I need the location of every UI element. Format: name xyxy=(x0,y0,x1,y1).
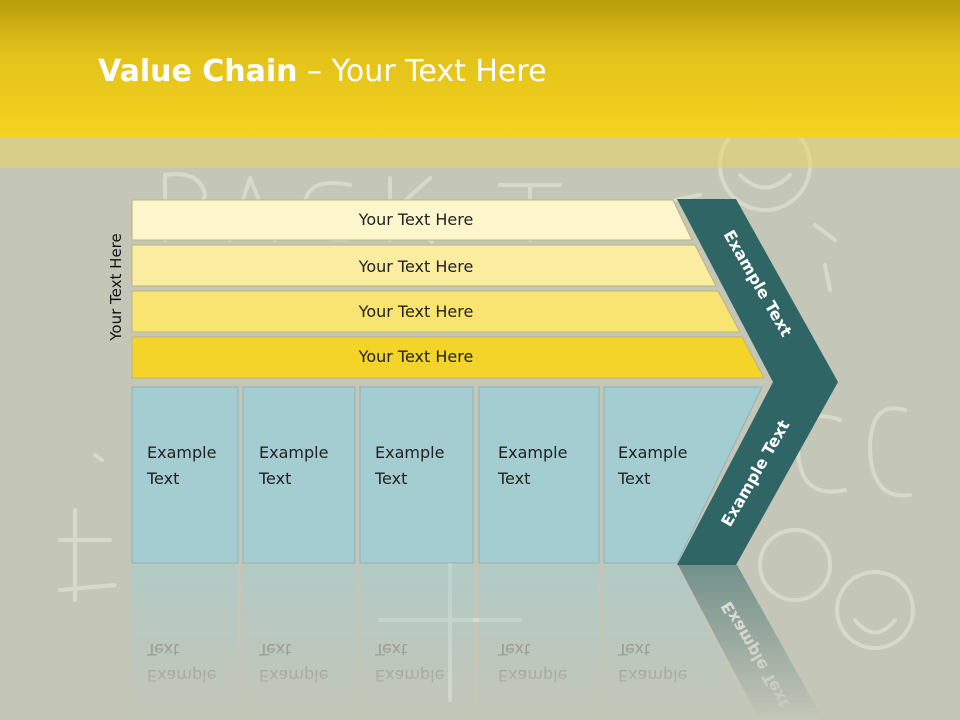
column-label-3-line1: Example xyxy=(375,443,444,462)
row-label-2: Your Text Here xyxy=(358,257,474,276)
reflection-label-4-line1: Example xyxy=(498,666,567,685)
title-rest: – Your Text Here xyxy=(297,54,547,89)
row-bar-2[interactable] xyxy=(131,244,717,287)
column-label-1-line1: Example xyxy=(147,443,216,462)
reflection-label-5-line2: Text xyxy=(617,640,650,659)
row-bar-4[interactable] xyxy=(131,336,765,379)
reflection-label-4-line2: Text xyxy=(497,640,530,659)
columns-group: Example Text Example Text Example Text E… xyxy=(131,386,763,564)
diagram-reflection: Example Text Example Text Example Text E… xyxy=(132,563,824,720)
column-box-1[interactable] xyxy=(131,386,239,564)
row-bar-3[interactable] xyxy=(131,290,741,333)
slide-title: Value Chain – Your Text Here xyxy=(98,54,547,89)
row-label-1: Your Text Here xyxy=(358,210,474,229)
column-label-3-line2: Text xyxy=(374,469,407,488)
reflection-label-5-line1: Example xyxy=(618,666,687,685)
column-label-1-line2: Text xyxy=(146,469,179,488)
reflection-label-2-line2: Text xyxy=(258,640,291,659)
column-label-2-line1: Example xyxy=(259,443,328,462)
rows-group: Your Text Here Your Text Here Your Text … xyxy=(131,199,765,379)
reflection-label-3-line1: Example xyxy=(375,666,444,685)
row-label-3: Your Text Here xyxy=(358,302,474,321)
chevron-shape[interactable] xyxy=(677,199,838,565)
column-box-2[interactable] xyxy=(242,386,356,564)
column-label-2-line2: Text xyxy=(258,469,291,488)
title-band xyxy=(0,0,960,138)
column-label-4-line2: Text xyxy=(497,469,530,488)
row-label-4: Your Text Here xyxy=(358,347,474,366)
column-label-5-line1: Example xyxy=(618,443,687,462)
column-label-4-line1: Example xyxy=(498,443,567,462)
reflection-label-2-line1: Example xyxy=(259,666,328,685)
column-box-4[interactable] xyxy=(478,386,600,564)
reflection-label-3-line2: Text xyxy=(374,640,407,659)
reflection-label-1-line1: Example xyxy=(147,666,216,685)
title-band-fade xyxy=(0,138,960,168)
column-box-3[interactable] xyxy=(359,386,474,564)
reflection-label-1-line2: Text xyxy=(146,640,179,659)
title-bold: Value Chain xyxy=(98,54,298,89)
row-bar-1[interactable] xyxy=(131,199,693,241)
column-label-5-line2: Text xyxy=(617,469,650,488)
